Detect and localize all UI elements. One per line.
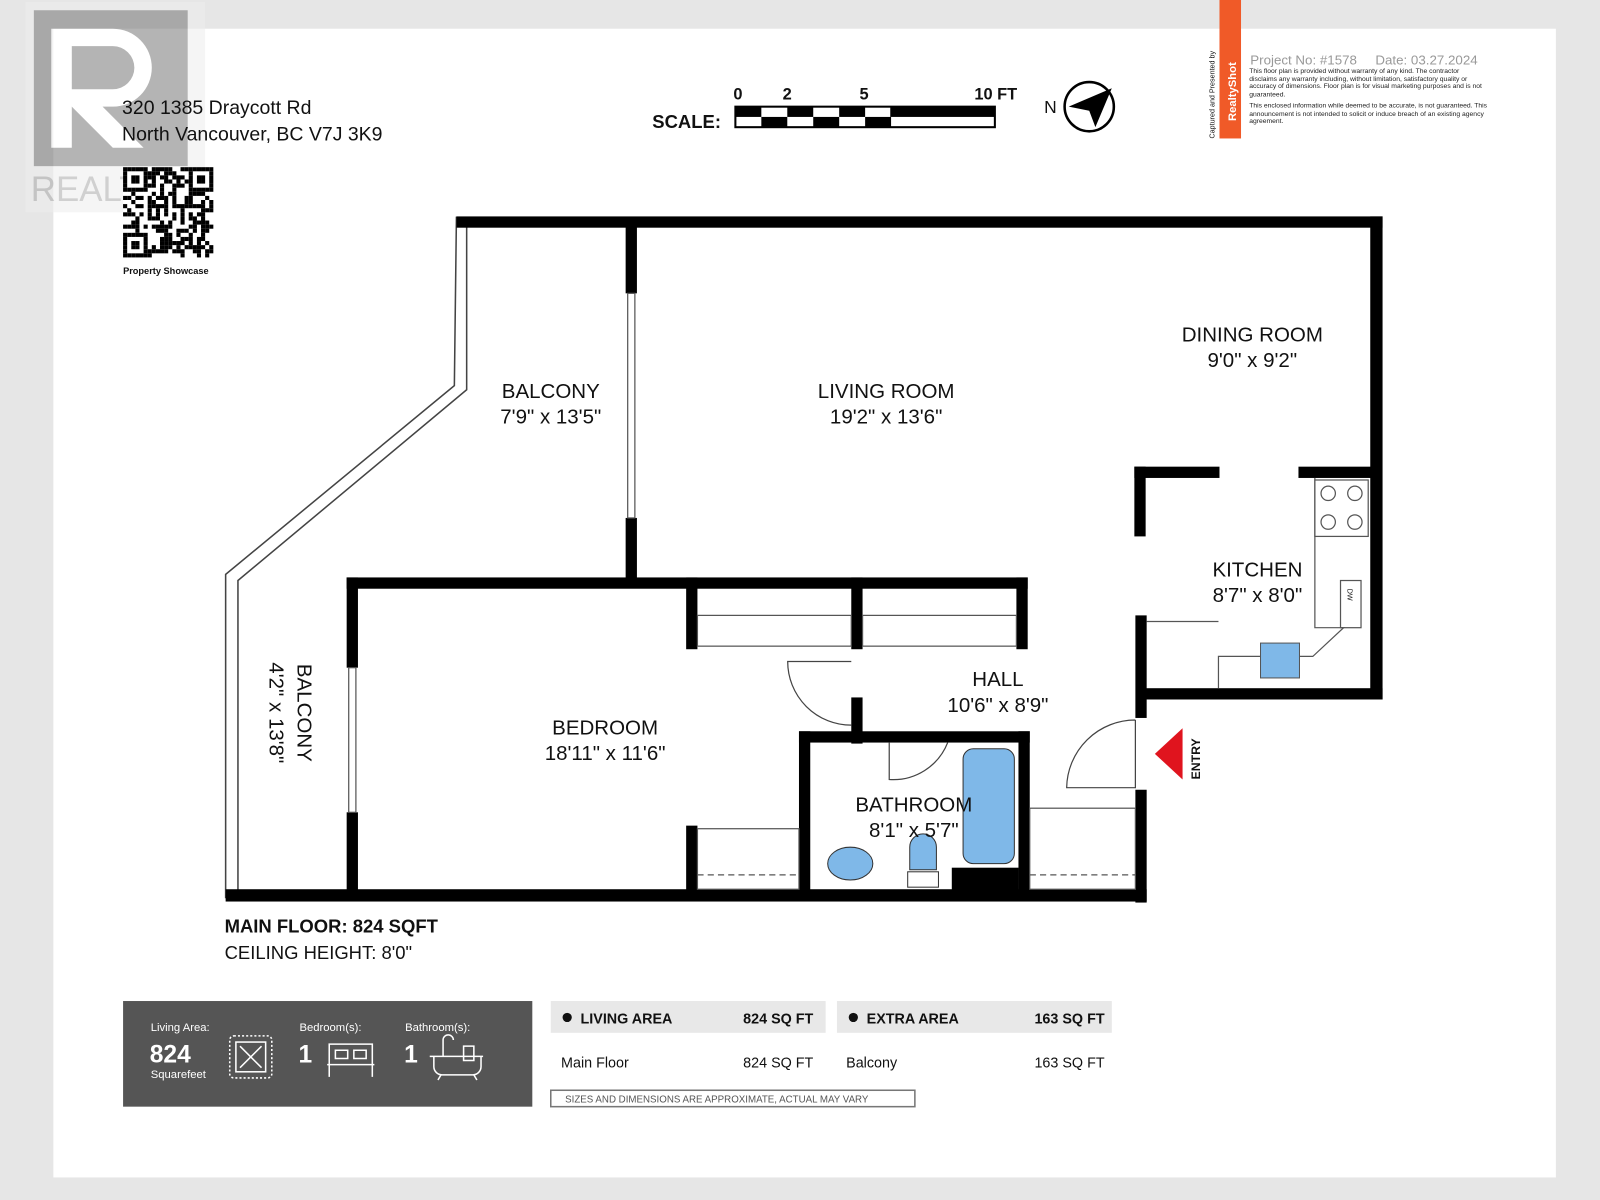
room-name: BATHROOM xyxy=(855,793,972,816)
room-dims: 4'2" x 13'8" xyxy=(265,662,288,763)
scale-tick: 10 FT xyxy=(974,85,1017,103)
qr-code[interactable] xyxy=(123,167,216,258)
room-dims: 7'9" x 13'5" xyxy=(500,406,601,429)
kitchen-counters xyxy=(1146,477,1369,689)
realtor-watermark-logo: REALT xyxy=(25,2,206,213)
floor-area-summary: MAIN FLOOR: 824 SQFT xyxy=(225,915,439,936)
svg-text:REALT: REALT xyxy=(31,170,141,209)
walls xyxy=(225,216,1383,903)
scale-label: SCALE: xyxy=(652,111,721,132)
toilet-icon xyxy=(907,833,939,888)
disclaimer-warranty: This floor plan is provided without warr… xyxy=(1249,67,1482,99)
room-name: HALL xyxy=(972,668,1023,691)
captured-caption: Captured and Presented by xyxy=(1208,51,1216,139)
room-dims: 8'1" x 5'7" xyxy=(869,819,959,842)
bedrooms-value: 1 xyxy=(298,1042,312,1069)
stove-icon xyxy=(1314,479,1369,538)
area-tables: LIVING AREA 824 SQ FT EXTRA AREA 163 SQ … xyxy=(549,1001,1112,1108)
room-dims: 18'11" x 11'6" xyxy=(545,742,666,765)
room-dims: 9'0" x 9'2" xyxy=(1207,349,1297,372)
doors xyxy=(787,660,1136,789)
extra-area-title: EXTRA AREA xyxy=(867,1012,959,1028)
disclaimer-agency: This enclosed information while deemed t… xyxy=(1249,102,1488,126)
address-line2: North Vancouver, BC V7J 3K9 xyxy=(122,124,382,146)
project-date: Date: 03.27.2024 xyxy=(1375,53,1478,68)
bedrooms-label: Bedroom(s): xyxy=(299,1022,361,1034)
bathrooms-label: Bathroom(s): xyxy=(405,1022,470,1034)
closets xyxy=(696,614,1136,890)
address-line1: 320 1385 Draycott Rd xyxy=(122,97,311,119)
bathrooms-value: 1 xyxy=(404,1042,418,1069)
north-label: N xyxy=(1044,97,1057,117)
dishwasher xyxy=(1339,579,1362,629)
extra-area-total: 163 SQ FT xyxy=(1034,1012,1104,1028)
approximate-note: SIZES AND DIMENSIONS ARE APPROXIMATE, AC… xyxy=(565,1095,869,1106)
qr-caption: Property Showcase xyxy=(123,266,209,276)
room-name: LIVING ROOM xyxy=(818,380,955,403)
scale-tick: 0 xyxy=(733,85,742,103)
realtyshot-brand-bar xyxy=(1219,0,1242,139)
room-dims: 8'7" x 8'0" xyxy=(1213,584,1303,607)
ceiling-height: CEILING HEIGHT: 8'0" xyxy=(225,942,412,963)
entry-label: ENTRY xyxy=(1189,738,1203,779)
summary-panel: Living Area: 824 Squarefeet Bedroom(s): … xyxy=(123,1001,533,1107)
area-row-name: Balcony xyxy=(846,1056,898,1072)
floor-plan: DW ENTRY BALCONY 7'9" x 13'5" LIVING ROO… xyxy=(225,216,1383,963)
area-row-value: 163 SQ FT xyxy=(1034,1056,1104,1072)
north-compass-icon: N xyxy=(1044,80,1116,133)
bed-icon xyxy=(327,1043,375,1077)
living-area-title: LIVING AREA xyxy=(581,1012,673,1028)
scale-bar: SCALE: 0 2 5 10 FT xyxy=(652,85,1017,132)
bathtub-icon xyxy=(962,748,1015,865)
bathroom-sink-icon xyxy=(827,846,874,881)
area-expand-icon xyxy=(228,1035,273,1079)
room-name: BEDROOM xyxy=(552,716,658,739)
brand-name: RealtyShot xyxy=(1227,62,1239,121)
kitchen-sink-icon xyxy=(1260,642,1300,679)
room-name: KITCHEN xyxy=(1212,558,1302,581)
living-area-value: 824 xyxy=(150,1042,191,1069)
scale-tick: 5 xyxy=(859,85,868,103)
project-number: Project No: #1578 xyxy=(1250,53,1357,68)
living-area-label: Living Area: xyxy=(151,1022,210,1034)
scale-tick: 2 xyxy=(783,85,792,103)
living-area-total: 824 SQ FT xyxy=(743,1012,813,1028)
room-dims: 19'2" x 13'6" xyxy=(830,406,942,429)
bathtub-summary-icon xyxy=(429,1034,484,1081)
dishwasher-label: DW xyxy=(1346,589,1354,601)
windows xyxy=(348,292,636,813)
room-name: BALCONY xyxy=(292,664,315,762)
room-dims: 10'6" x 8'9" xyxy=(947,694,1048,717)
room-name: DINING ROOM xyxy=(1182,324,1323,347)
area-row-name: Main Floor xyxy=(561,1056,629,1072)
entry-arrow-icon xyxy=(1154,728,1183,780)
room-name: BALCONY xyxy=(502,380,600,403)
living-area-unit: Squarefeet xyxy=(151,1069,207,1081)
area-row-value: 824 SQ FT xyxy=(743,1056,813,1072)
